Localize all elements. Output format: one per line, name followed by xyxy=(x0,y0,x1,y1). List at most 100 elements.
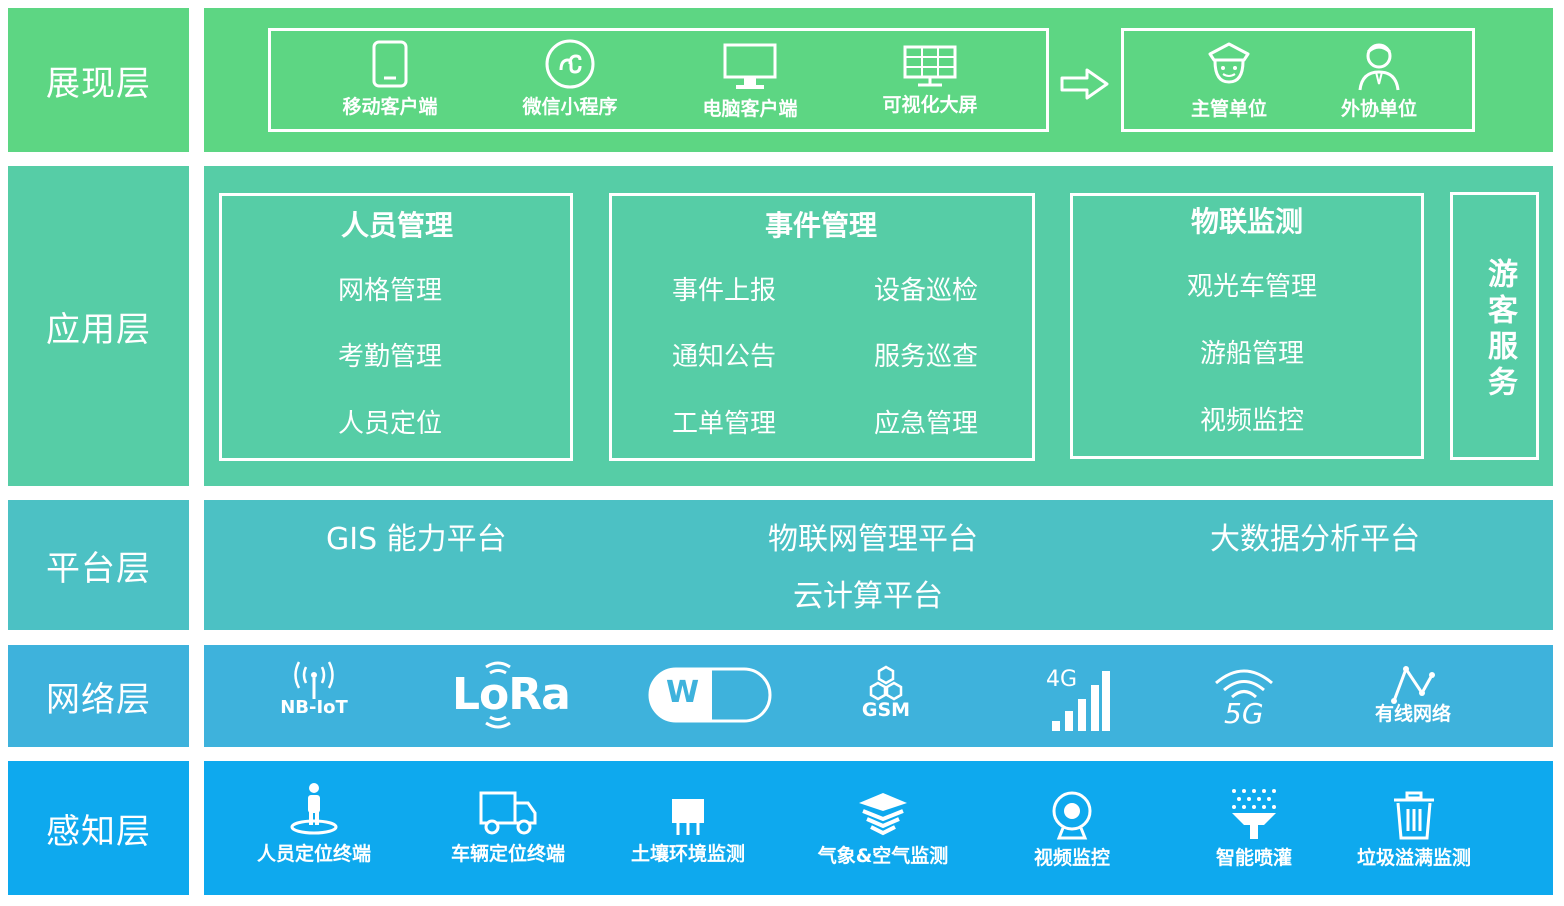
client-mini-program-label: 微信小程序 xyxy=(522,96,618,118)
sensor-person-location: 人员定位终端 xyxy=(244,781,384,866)
network-4g: 4G xyxy=(1044,667,1114,733)
arrow-right-icon xyxy=(1060,68,1109,100)
unit-supervisor-label: 主管单位 xyxy=(1190,98,1267,120)
5g-waves-icon xyxy=(1215,669,1273,699)
layer-label-network: 网络层 xyxy=(8,645,189,747)
sensor-trash: 垃圾溢满监测 xyxy=(1344,791,1484,870)
officer-icon xyxy=(1208,42,1250,84)
truck-icon xyxy=(479,791,537,835)
wifi-logo-text: Wi Fi xyxy=(666,675,881,710)
layer-label-application-text: 应用层 xyxy=(46,309,151,350)
unit-supervisor: 主管单位 xyxy=(1169,40,1289,121)
mini-program-icon xyxy=(545,39,595,89)
soil-sensor-icon xyxy=(672,799,704,835)
layer-label-platform: 平台层 xyxy=(8,500,189,630)
network-4g-label: 4G xyxy=(1046,667,1078,692)
iot-item-video: 视频监控 xyxy=(1199,406,1304,436)
presentation-panel: 移动客户端 微信小程序 电脑客户端 可视化大屏 xyxy=(204,8,1553,152)
personnel-item-grid: 网格管理 xyxy=(337,276,442,306)
sensor-irrigation-label: 智能喷灌 xyxy=(1215,847,1292,869)
antenna-icon xyxy=(294,661,334,699)
sensor-weather-air: 气象&空气监测 xyxy=(808,791,958,868)
lora-signal-waves xyxy=(485,661,511,729)
layer-label-network-text: 网络层 xyxy=(46,679,151,720)
layer-label-application: 应用层 xyxy=(8,166,189,486)
gsm-hexagon-icon xyxy=(869,665,903,701)
personnel-title: 人员管理 xyxy=(340,209,453,242)
perception-panel: 人员定位终端 车辆定位终端 土壤环境监测 气象&空气监测 xyxy=(204,761,1553,895)
event-item-emergency: 应急管理 xyxy=(873,409,978,439)
event-box xyxy=(609,193,1035,461)
platform-bigdata: 大数据分析平台 xyxy=(1210,522,1420,557)
tablet-icon xyxy=(372,40,408,88)
network-5g-label: 5G xyxy=(1224,697,1264,730)
visitor-service-title: 游客服务 xyxy=(1482,258,1517,402)
layer-label-perception: 感知层 xyxy=(8,761,189,895)
network-wifi: Wi Fi xyxy=(648,667,855,723)
layer-label-perception-text: 感知层 xyxy=(46,811,151,852)
event-item-service-patrol: 服务巡查 xyxy=(873,342,978,372)
network-lora: LoRa xyxy=(448,659,588,733)
unit-partner: 外协单位 xyxy=(1319,40,1439,121)
client-mobile: 移动客户端 xyxy=(330,40,450,119)
client-pc-label: 电脑客户端 xyxy=(702,98,798,120)
big-screen-icon xyxy=(903,45,957,87)
layer-label-presentation: 展现层 xyxy=(8,8,189,152)
signal-bars-icon xyxy=(1052,671,1110,731)
sensor-vehicle-location-label: 车辆定位终端 xyxy=(450,843,565,865)
network-wired-label: 有线网络 xyxy=(1374,703,1451,725)
platform-gis: GIS 能力平台 xyxy=(326,522,507,557)
staff-icon xyxy=(1358,43,1400,91)
platform-cloud: 云计算平台 xyxy=(793,579,943,614)
client-mobile-label: 移动客户端 xyxy=(342,96,438,118)
sensor-soil-label: 土壤环境监测 xyxy=(630,843,745,865)
person-location-icon xyxy=(290,783,338,835)
network-wired: 有线网络 xyxy=(1363,663,1463,726)
personnel-box xyxy=(219,193,573,461)
iot-title: 物联监测 xyxy=(1190,205,1303,238)
sensor-irrigation: 智能喷灌 xyxy=(1184,787,1324,870)
layer-label-presentation-text: 展现层 xyxy=(46,63,151,104)
network-nbiot-label: NB-IoT xyxy=(280,697,348,718)
iot-item-sightseeing-car: 观光车管理 xyxy=(1186,272,1317,302)
sensor-soil: 土壤环境监测 xyxy=(618,795,758,866)
monitor-icon xyxy=(723,43,777,89)
event-item-notice: 通知公告 xyxy=(671,342,776,372)
platform-panel: GIS 能力平台 物联网管理平台 大数据分析平台 云计算平台 xyxy=(204,500,1553,630)
application-panel: 人员管理 网格管理 考勤管理 人员定位 事件管理 事件上报 设备巡检 通知公告 … xyxy=(204,166,1553,486)
client-pc: 电脑客户端 xyxy=(690,42,810,121)
layer-label-platform-text: 平台层 xyxy=(46,548,151,589)
network-5g: 5G xyxy=(1212,665,1276,731)
sensor-video: 视频监控 xyxy=(1002,791,1142,870)
event-item-report: 事件上报 xyxy=(671,276,776,306)
unit-group-box xyxy=(1121,28,1475,132)
client-big-screen-label: 可视化大屏 xyxy=(882,94,978,116)
client-group-box xyxy=(268,28,1049,132)
iot-item-boat: 游船管理 xyxy=(1199,339,1304,369)
visitor-box xyxy=(1450,192,1539,460)
camera-icon xyxy=(1052,791,1092,840)
platform-iot: 物联网管理平台 xyxy=(768,522,978,557)
client-big-screen: 可视化大屏 xyxy=(870,44,990,117)
network-gsm-label: GSM xyxy=(861,699,911,721)
iot-box xyxy=(1070,193,1424,459)
event-item-inspection: 设备巡检 xyxy=(873,276,978,306)
sensor-trash-label: 垃圾溢满监测 xyxy=(1356,847,1471,869)
event-item-work-order: 工单管理 xyxy=(671,409,776,439)
trash-can-icon xyxy=(1394,791,1434,840)
personnel-item-location: 人员定位 xyxy=(337,409,442,439)
sensor-video-label: 视频监控 xyxy=(1033,847,1110,869)
sensor-person-location-label: 人员定位终端 xyxy=(256,843,371,865)
wifi-logo xyxy=(648,667,772,723)
personnel-item-attendance: 考勤管理 xyxy=(337,342,442,372)
sensor-vehicle-location: 车辆定位终端 xyxy=(438,787,578,866)
event-title: 事件管理 xyxy=(764,209,877,242)
network-panel: NB-IoT LoRa Wi Fi GSM 4G xyxy=(204,645,1553,747)
client-mini-program: 微信小程序 xyxy=(510,38,630,119)
sprinkler-icon xyxy=(1232,789,1276,839)
unit-partner-label: 外协单位 xyxy=(1340,98,1417,120)
wired-network-icon xyxy=(1391,665,1435,704)
network-nbiot: NB-IoT xyxy=(264,657,364,718)
air-layers-icon xyxy=(859,793,907,836)
network-gsm: GSM xyxy=(846,665,926,721)
